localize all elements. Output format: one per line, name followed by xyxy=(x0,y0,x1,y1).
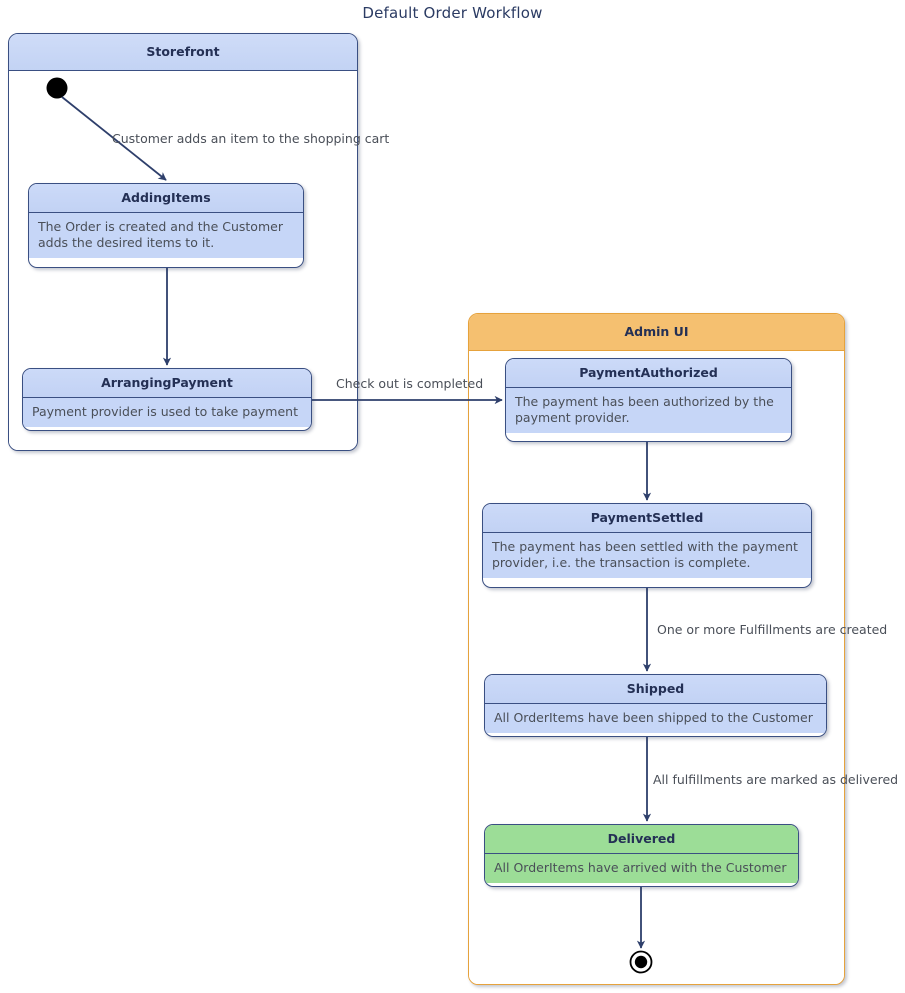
transition-label-customer-adds-item: Customer adds an item to the shopping ca… xyxy=(112,131,390,146)
state-adding-items[interactable]: AddingItems The Order is created and the… xyxy=(28,183,304,268)
state-shipped-title: Shipped xyxy=(485,675,826,704)
state-arranging-payment-title: ArrangingPayment xyxy=(23,369,311,398)
transition-initial-to-adding-items[interactable] xyxy=(61,96,167,181)
transition-label-check-out-completed: Check out is completed xyxy=(336,376,484,391)
state-adding-items-description: The Order is created and the Customer ad… xyxy=(29,213,303,258)
state-payment-authorized-description: The payment has been authorized by the p… xyxy=(506,388,791,433)
state-arranging-payment-description: Payment provider is used to take payment xyxy=(23,398,311,427)
state-payment-settled[interactable]: PaymentSettled The payment has been sett… xyxy=(482,503,812,588)
initial-state-marker[interactable] xyxy=(46,77,68,99)
state-delivered[interactable]: Delivered All OrderItems have arrived wi… xyxy=(484,824,799,887)
composite-state-storefront-label: Storefront xyxy=(9,34,357,71)
composite-state-admin-ui-body xyxy=(469,351,844,984)
state-shipped[interactable]: Shipped All OrderItems have been shipped… xyxy=(484,674,827,737)
state-payment-settled-title: PaymentSettled xyxy=(483,504,811,533)
transition-label-fulfillments-created: One or more Fulfillments are created xyxy=(657,622,888,637)
state-payment-settled-description: The payment has been settled with the pa… xyxy=(483,533,811,578)
state-payment-authorized-title: PaymentAuthorized xyxy=(506,359,791,388)
state-delivered-title: Delivered xyxy=(485,825,798,854)
state-shipped-description: All OrderItems have been shipped to the … xyxy=(485,704,826,733)
state-arranging-payment[interactable]: ArrangingPayment Payment provider is use… xyxy=(22,368,312,431)
diagram-title: Default Order Workflow xyxy=(362,4,543,22)
final-state-marker[interactable] xyxy=(629,950,653,974)
state-payment-authorized[interactable]: PaymentAuthorized The payment has been a… xyxy=(505,358,792,442)
transition-label-fulfillments-delivered: All fulfillments are marked as delivered xyxy=(653,772,899,787)
state-adding-items-title: AddingItems xyxy=(29,184,303,213)
composite-state-admin-ui-label: Admin UI xyxy=(469,314,844,351)
state-delivered-description: All OrderItems have arrived with the Cus… xyxy=(485,854,798,883)
